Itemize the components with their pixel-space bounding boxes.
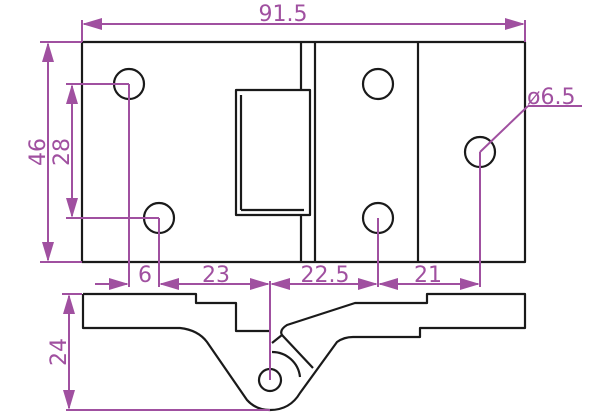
dim-offset-23: 23 bbox=[202, 263, 230, 288]
top-view bbox=[80, 40, 527, 264]
dim-offset-6: 6 bbox=[138, 263, 152, 288]
dim-side-height: 24 bbox=[47, 338, 72, 366]
dim-offset-22-5: 22.5 bbox=[301, 263, 350, 288]
plate-outline bbox=[80, 40, 527, 264]
side-view bbox=[81, 292, 527, 412]
dim-offset-21: 21 bbox=[414, 263, 442, 288]
dim-hole-spacing: 28 bbox=[50, 138, 75, 166]
knuckle-cutout bbox=[234, 88, 312, 217]
mounting-hole bbox=[361, 67, 395, 101]
dim-overall-width: 91.5 bbox=[259, 2, 308, 27]
dim-overall-height: 46 bbox=[26, 138, 51, 166]
dimensions: 91.5 46 28 ø6.5 6 23 22.5 21 24 bbox=[26, 2, 582, 411]
dim-hole-diameter: ø6.5 bbox=[527, 85, 575, 110]
